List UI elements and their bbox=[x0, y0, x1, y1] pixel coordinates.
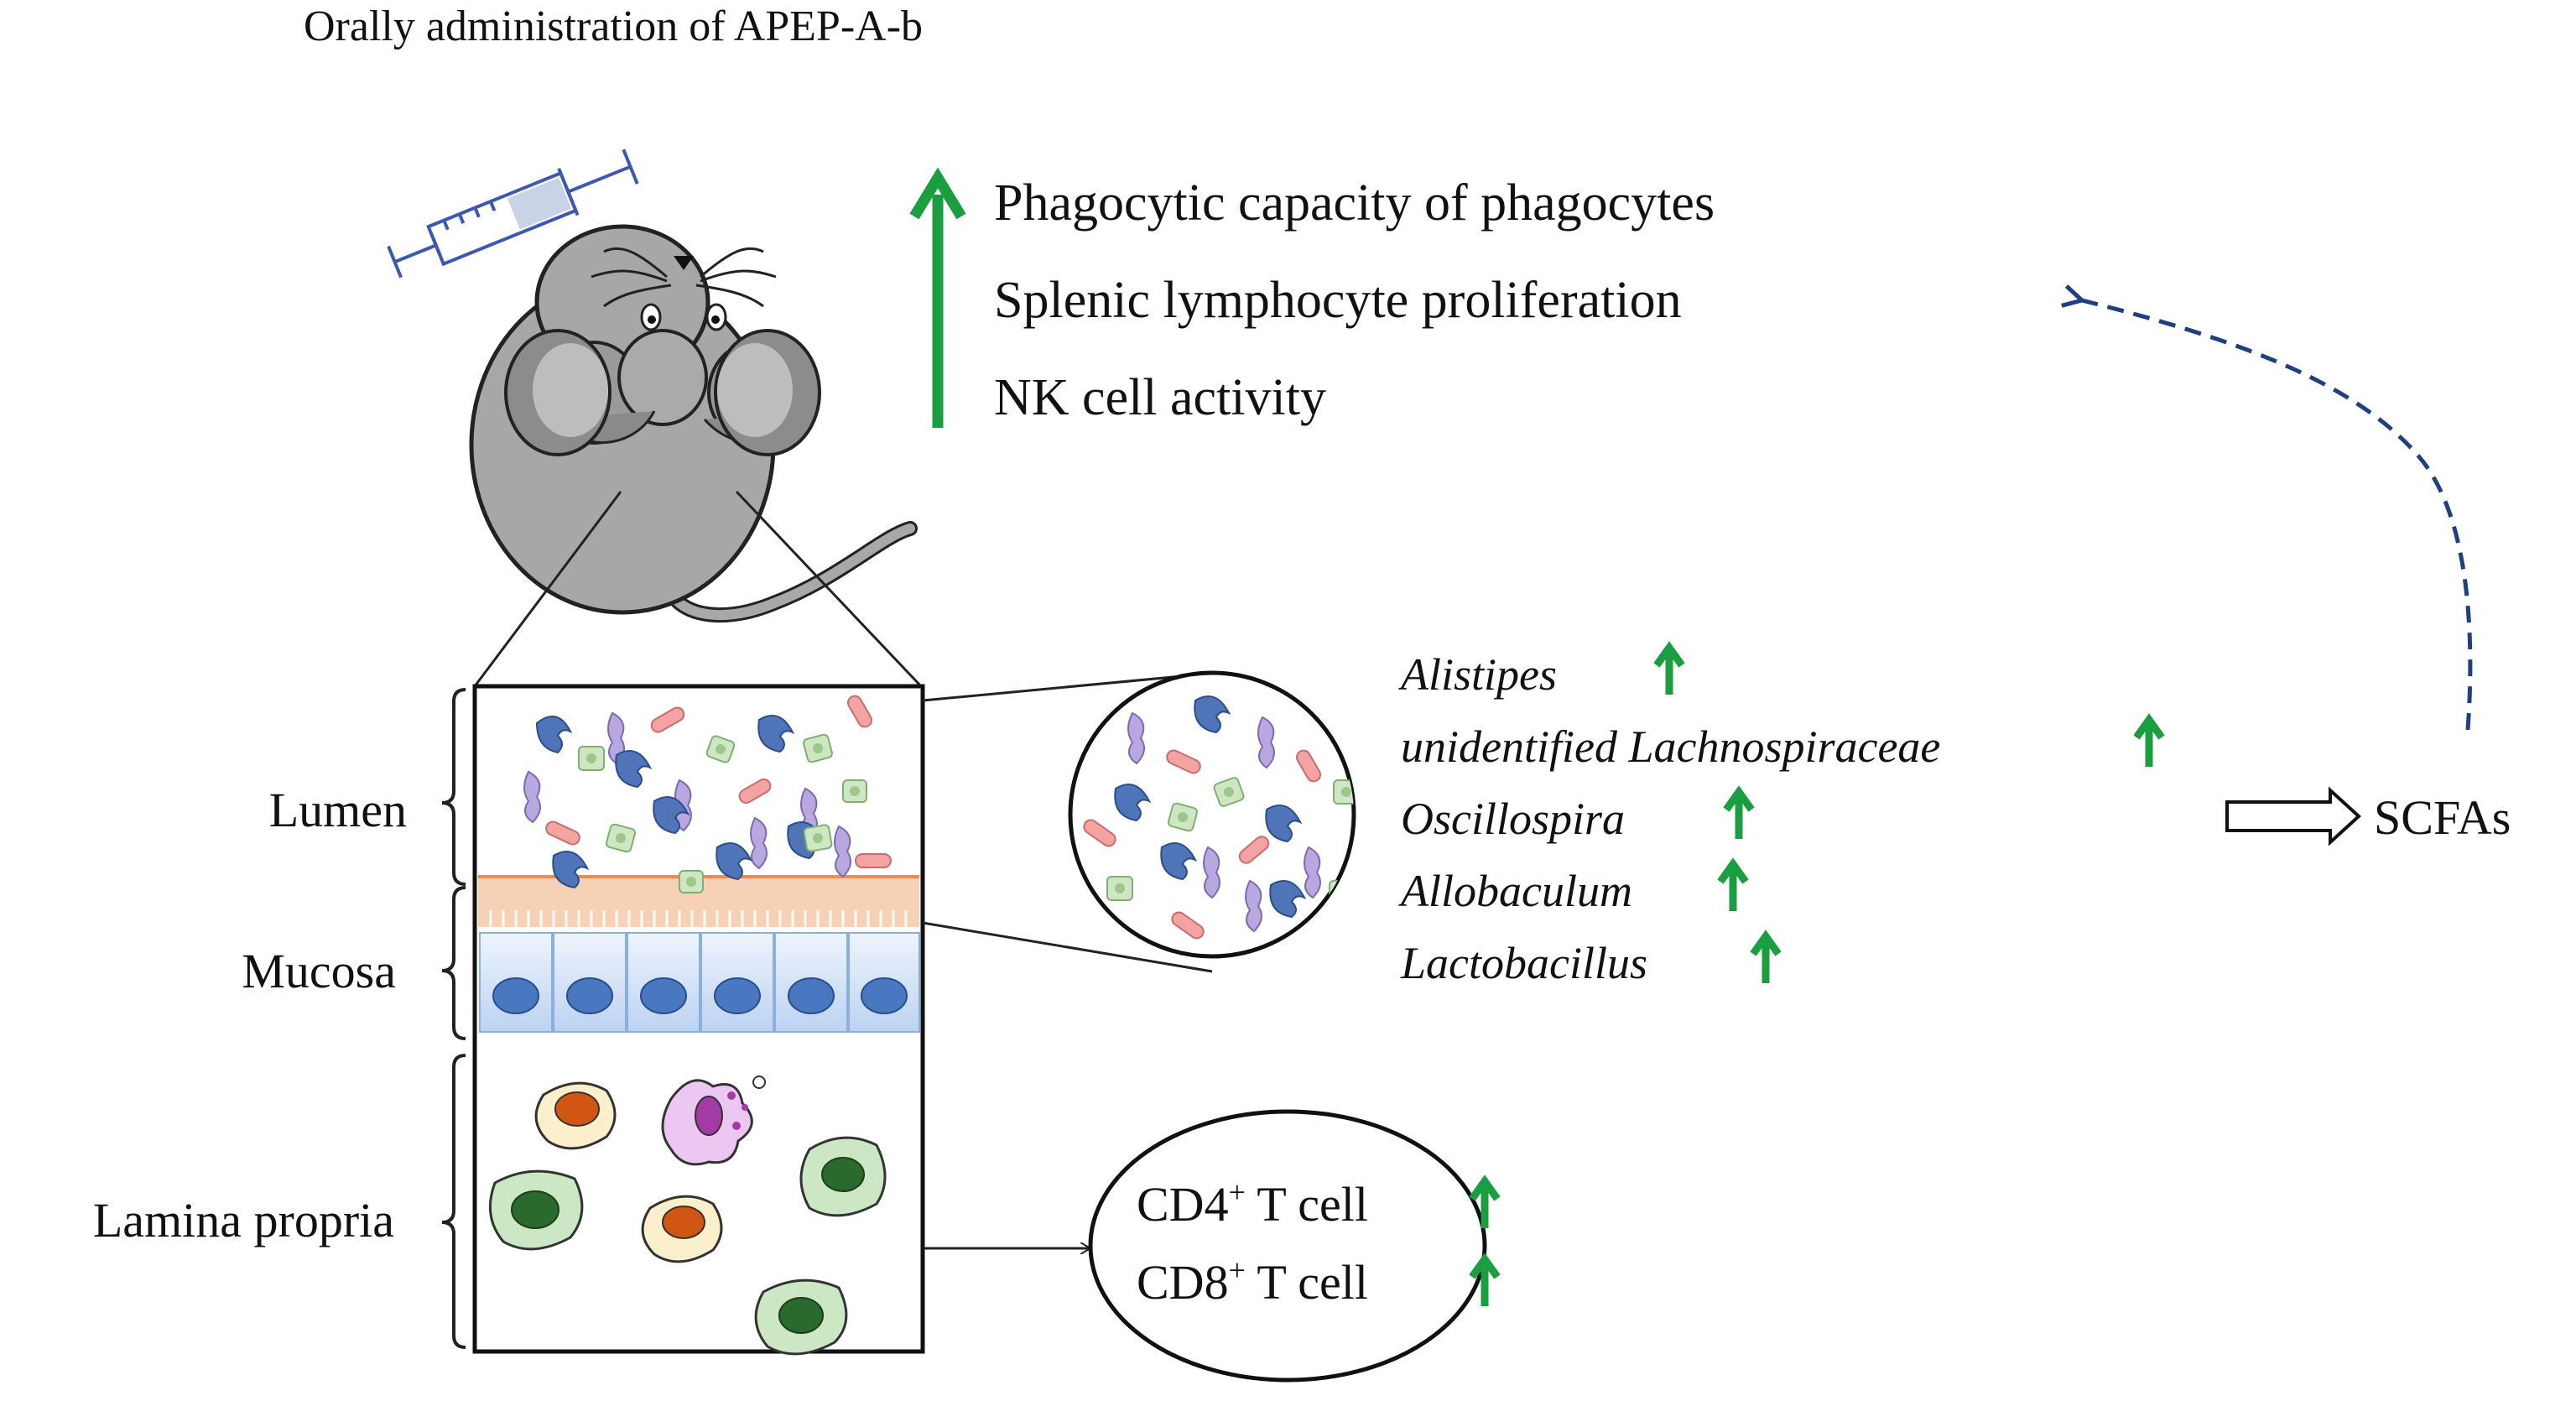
intestine-panel bbox=[472, 684, 925, 1356]
label-lamina-propria: Lamina propria bbox=[93, 1193, 394, 1247]
up-arrow-icon bbox=[1723, 785, 1755, 839]
mouse-icon bbox=[469, 224, 918, 623]
diagram-title: Orally administration of APEP-A-b bbox=[304, 3, 923, 50]
up-arrow-icon bbox=[1717, 857, 1749, 911]
up-arrow-icon bbox=[1469, 1253, 1501, 1306]
zoom-line-right bbox=[735, 490, 923, 688]
layer-brackets bbox=[441, 688, 466, 1349]
bacteria-up-arrows bbox=[1653, 641, 2165, 983]
effect-lymphocyte: Splenic lymphocyte proliferation bbox=[994, 272, 1682, 329]
hollow-arrow-icon bbox=[2225, 786, 2361, 846]
scfas-label: SCFAs bbox=[2374, 790, 2511, 845]
up-arrow-icon bbox=[1653, 641, 1685, 695]
effect-phagocytic: Phagocytic capacity of phagocytes bbox=[994, 174, 1715, 232]
lumen-bacteria bbox=[523, 695, 892, 893]
zoom-line-left bbox=[473, 491, 622, 687]
up-arrow-icon bbox=[2133, 713, 2165, 767]
bacteria-alistipes: Alistipes bbox=[1398, 649, 1557, 700]
circle-zoom-line-top bbox=[922, 674, 1192, 702]
label-mucosa: Mucosa bbox=[242, 944, 396, 998]
bacteria-list: Alistipes unidentified Lachnospiraceae O… bbox=[1398, 641, 2165, 988]
bacteria-lachnospiraceae: unidentified Lachnospiraceae bbox=[1401, 721, 1940, 772]
microbiota-circle bbox=[1068, 670, 1356, 959]
up-arrow-icon bbox=[1750, 930, 1782, 983]
bacteria-lactobacillus: Lactobacillus bbox=[1400, 938, 1647, 988]
up-arrow-icon bbox=[1469, 1174, 1501, 1228]
syringe-icon bbox=[387, 148, 639, 279]
bacteria-allobaculum: Allobaculum bbox=[1398, 866, 1632, 916]
cd8-label: CD8+ T cell bbox=[1137, 1253, 1368, 1310]
circle-zoom-line-bottom bbox=[922, 921, 1213, 973]
immune-effects-group: Phagocytic capacity of phagocytes Spleni… bbox=[909, 167, 1715, 428]
lamina-propria-cells bbox=[488, 1075, 887, 1356]
bacteria-oscillospira: Oscillospira bbox=[1401, 794, 1625, 844]
tcell-ellipse: CD4+ T cell CD8+ T cell bbox=[1088, 1109, 1501, 1383]
effect-nk: NK cell activity bbox=[994, 369, 1326, 426]
cd4-label: CD4+ T cell bbox=[1137, 1175, 1368, 1232]
dashed-arrow bbox=[2082, 300, 2473, 731]
label-lumen: Lumen bbox=[269, 783, 407, 837]
